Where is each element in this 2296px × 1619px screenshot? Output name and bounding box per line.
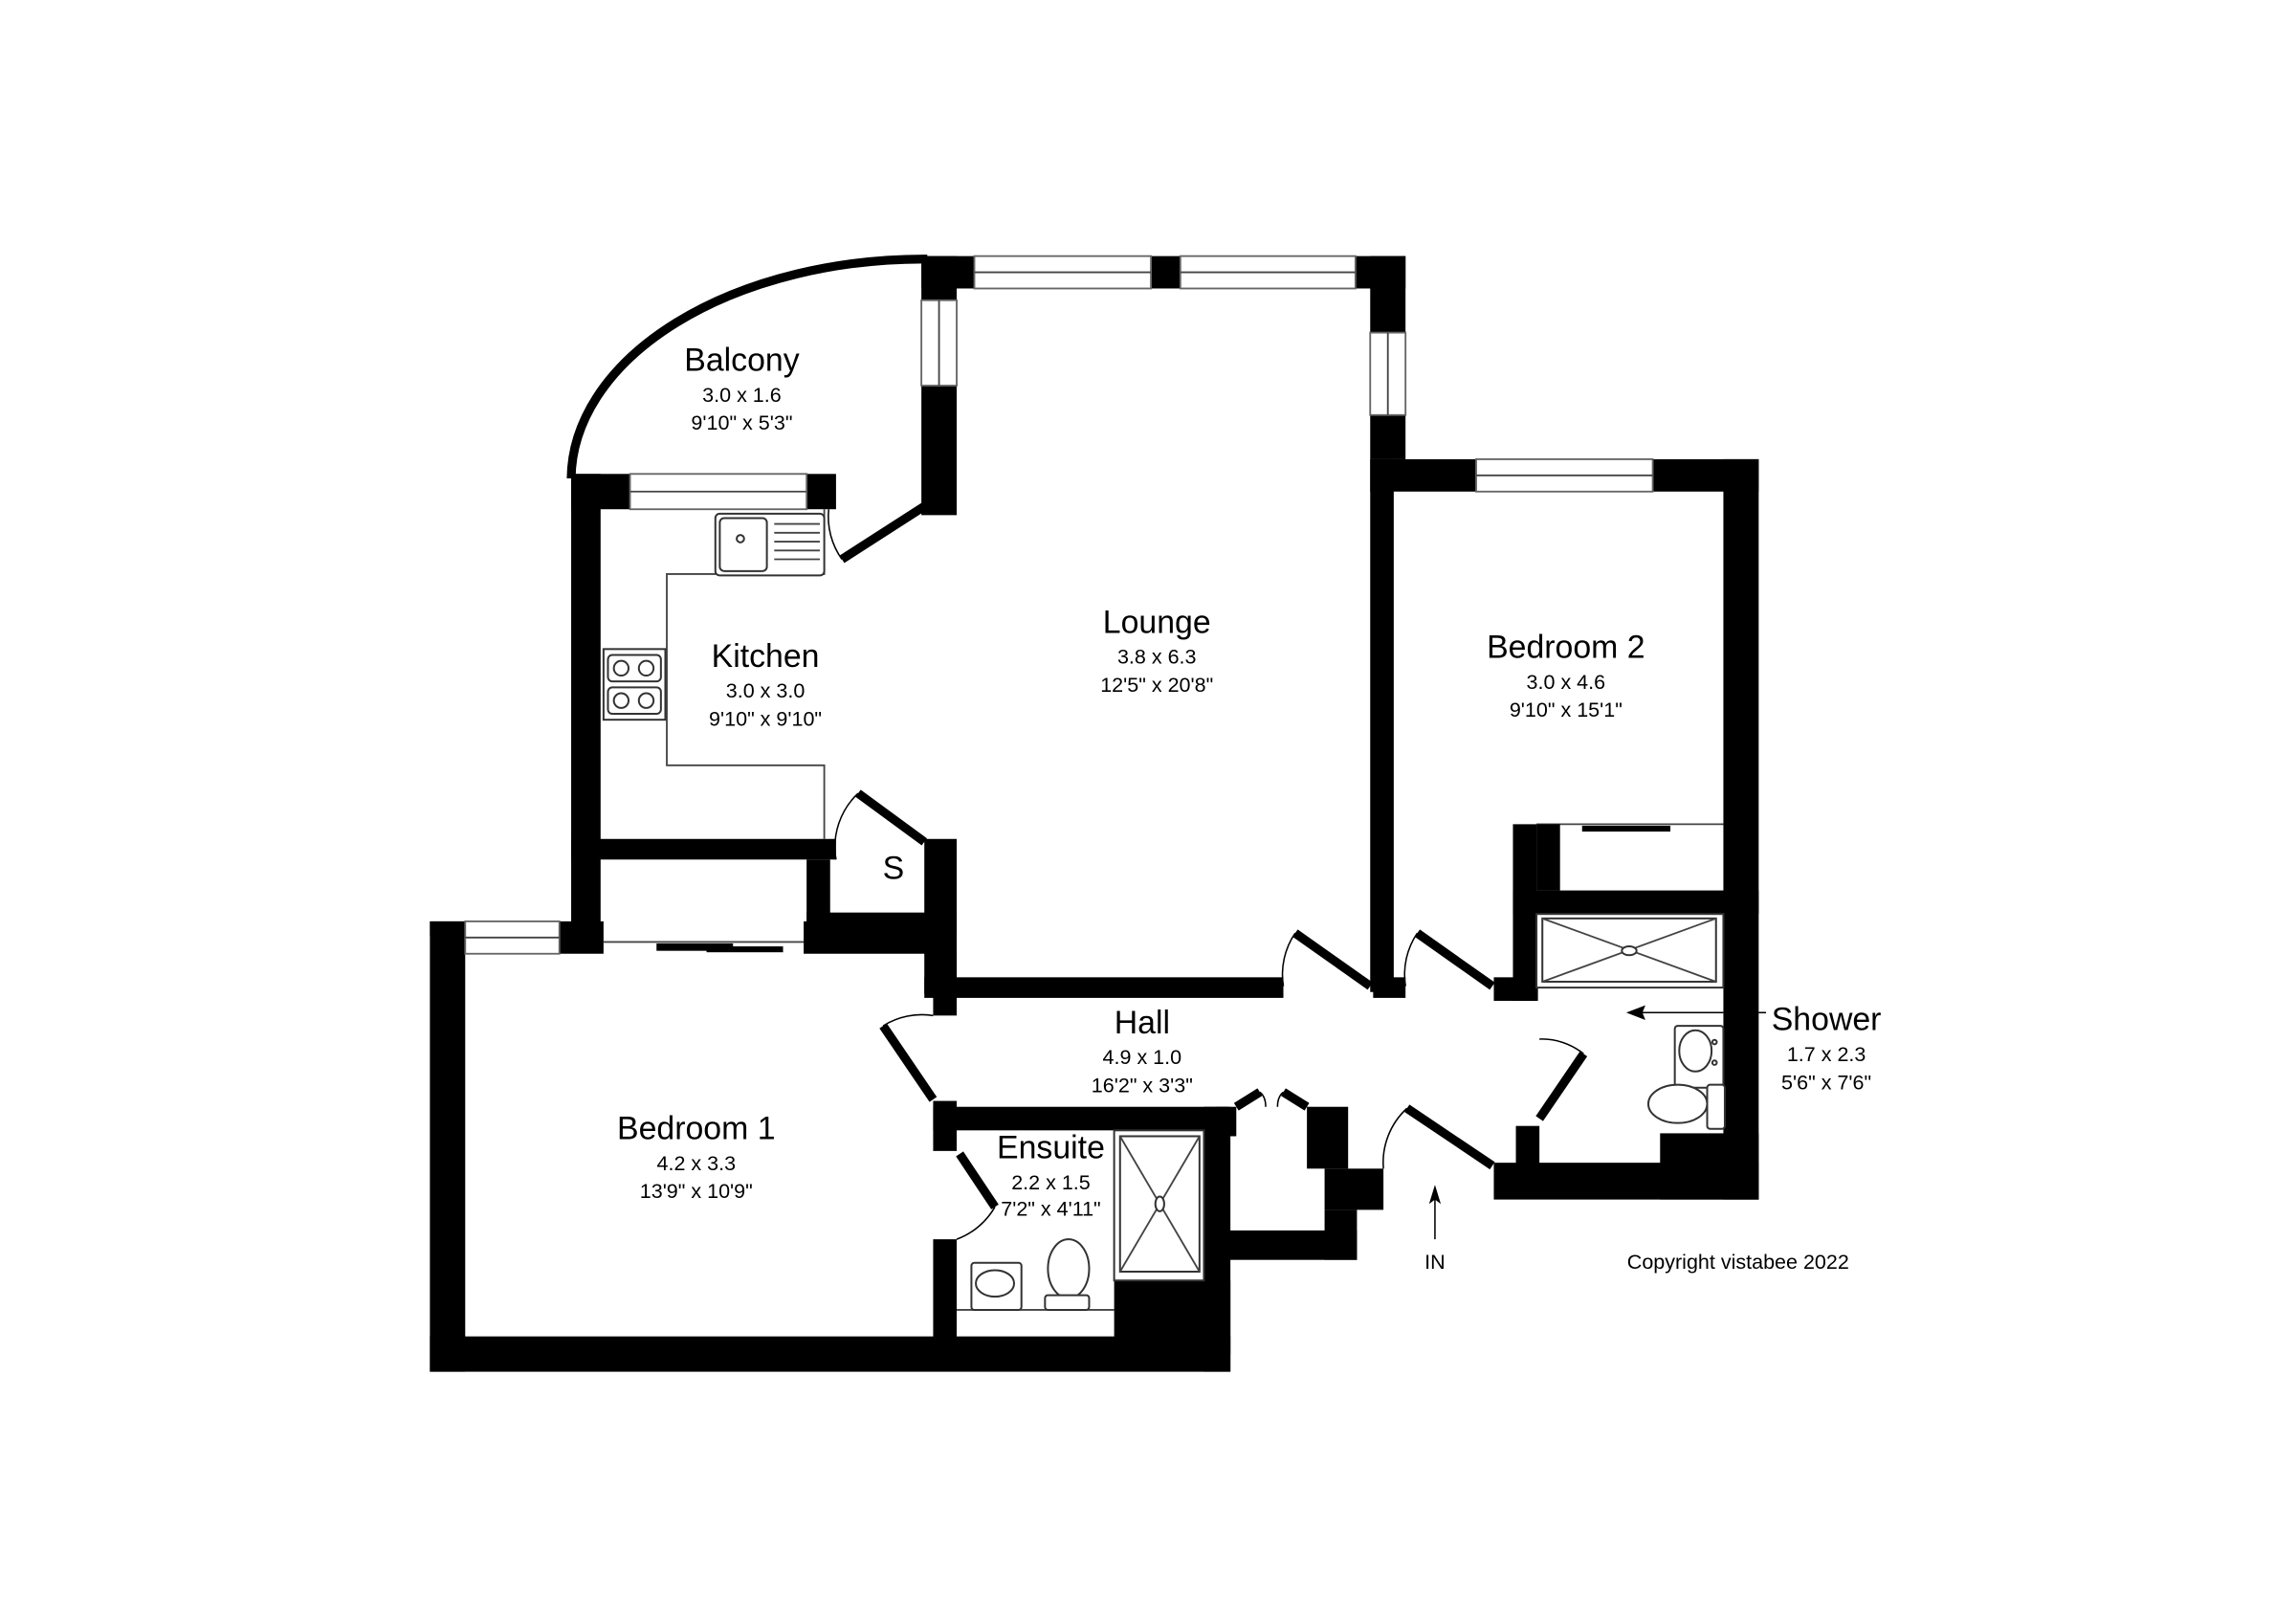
svg-text:2.2 x 1.5: 2.2 x 1.5	[1011, 1171, 1091, 1194]
shower-tray-icon	[1535, 913, 1725, 989]
room-label-ensuite: Ensuite 2.2 x 1.5 7'2" x 4'11"	[997, 1130, 1105, 1221]
entrance-label: IN	[1424, 1251, 1446, 1274]
balcony-curved-wall	[566, 255, 928, 478]
ensuite-basin-icon	[970, 1261, 1023, 1311]
svg-text:Balcony: Balcony	[684, 343, 799, 379]
svg-text:16'2" x 3'3": 16'2" x 3'3"	[1092, 1074, 1193, 1097]
walls	[430, 255, 1759, 1372]
svg-text:Ensuite: Ensuite	[997, 1130, 1105, 1166]
room-label-kitchen: Kitchen 3.0 x 3.0 9'10" x 9'10"	[709, 638, 822, 731]
svg-text:5'6" x 7'6": 5'6" x 7'6"	[1781, 1071, 1871, 1094]
copyright-text: Copyright vistabee 2022	[1627, 1251, 1849, 1274]
entrance-arrow-icon	[1428, 1185, 1442, 1240]
svg-text:13'9" x 10'9": 13'9" x 10'9"	[640, 1180, 753, 1203]
ensuite-shower-icon	[1113, 1129, 1205, 1282]
svg-text:12'5" x 20'8": 12'5" x 20'8"	[1100, 674, 1213, 697]
room-label-balcony: Balcony 3.0 x 1.6 9'10" x 5'3"	[684, 343, 799, 435]
svg-text:Lounge: Lounge	[1103, 604, 1211, 640]
svg-text:Bedroom 1: Bedroom 1	[617, 1111, 775, 1147]
svg-text:Shower: Shower	[1772, 1002, 1882, 1038]
room-label-hall: Hall 4.9 x 1.0 16'2" x 3'3"	[1092, 1005, 1193, 1098]
svg-text:9'10" x 15'1": 9'10" x 15'1"	[1510, 699, 1623, 721]
ensuite-toilet-icon	[1044, 1238, 1091, 1311]
svg-text:4.2 x 3.3: 4.2 x 3.3	[657, 1152, 737, 1175]
room-label-bedroom-2: Bedroom 2 3.0 x 4.6 9'10" x 15'1"	[1487, 630, 1645, 722]
svg-text:3.8 x 6.3: 3.8 x 6.3	[1117, 646, 1197, 669]
svg-text:Bedroom 2: Bedroom 2	[1487, 630, 1645, 666]
shower-pointer	[1625, 1005, 1767, 1020]
toilet-icon	[1646, 1083, 1726, 1130]
hob-icon	[602, 648, 667, 721]
svg-text:1.7 x 2.3: 1.7 x 2.3	[1787, 1043, 1866, 1066]
svg-text:3.0 x 4.6: 3.0 x 4.6	[1527, 671, 1606, 694]
room-label-shower: Shower 1.7 x 2.3 5'6" x 7'6"	[1772, 1002, 1882, 1095]
svg-text:9'10" x 9'10": 9'10" x 9'10"	[709, 707, 822, 730]
svg-text:Hall: Hall	[1115, 1005, 1170, 1041]
room-label-bedroom-1: Bedroom 1 4.2 x 3.3 13'9" x 10'9"	[617, 1111, 775, 1204]
svg-text:4.9 x 1.0: 4.9 x 1.0	[1103, 1046, 1182, 1069]
basin-icon	[1673, 1025, 1725, 1089]
svg-text:3.0 x 3.0: 3.0 x 3.0	[726, 679, 806, 702]
windows	[464, 255, 1654, 955]
svg-text:9'10" x 5'3": 9'10" x 5'3"	[691, 411, 792, 434]
svg-text:7'2" x 4'11": 7'2" x 4'11"	[1001, 1198, 1100, 1221]
svg-text:Kitchen: Kitchen	[712, 638, 820, 675]
store-label: S	[883, 850, 905, 886]
fixtures	[602, 509, 1726, 1311]
doors	[828, 502, 1588, 1240]
svg-text:3.0 x 1.6: 3.0 x 1.6	[702, 384, 782, 407]
room-label-lounge: Lounge 3.8 x 6.3 12'5" x 20'8"	[1100, 604, 1213, 697]
